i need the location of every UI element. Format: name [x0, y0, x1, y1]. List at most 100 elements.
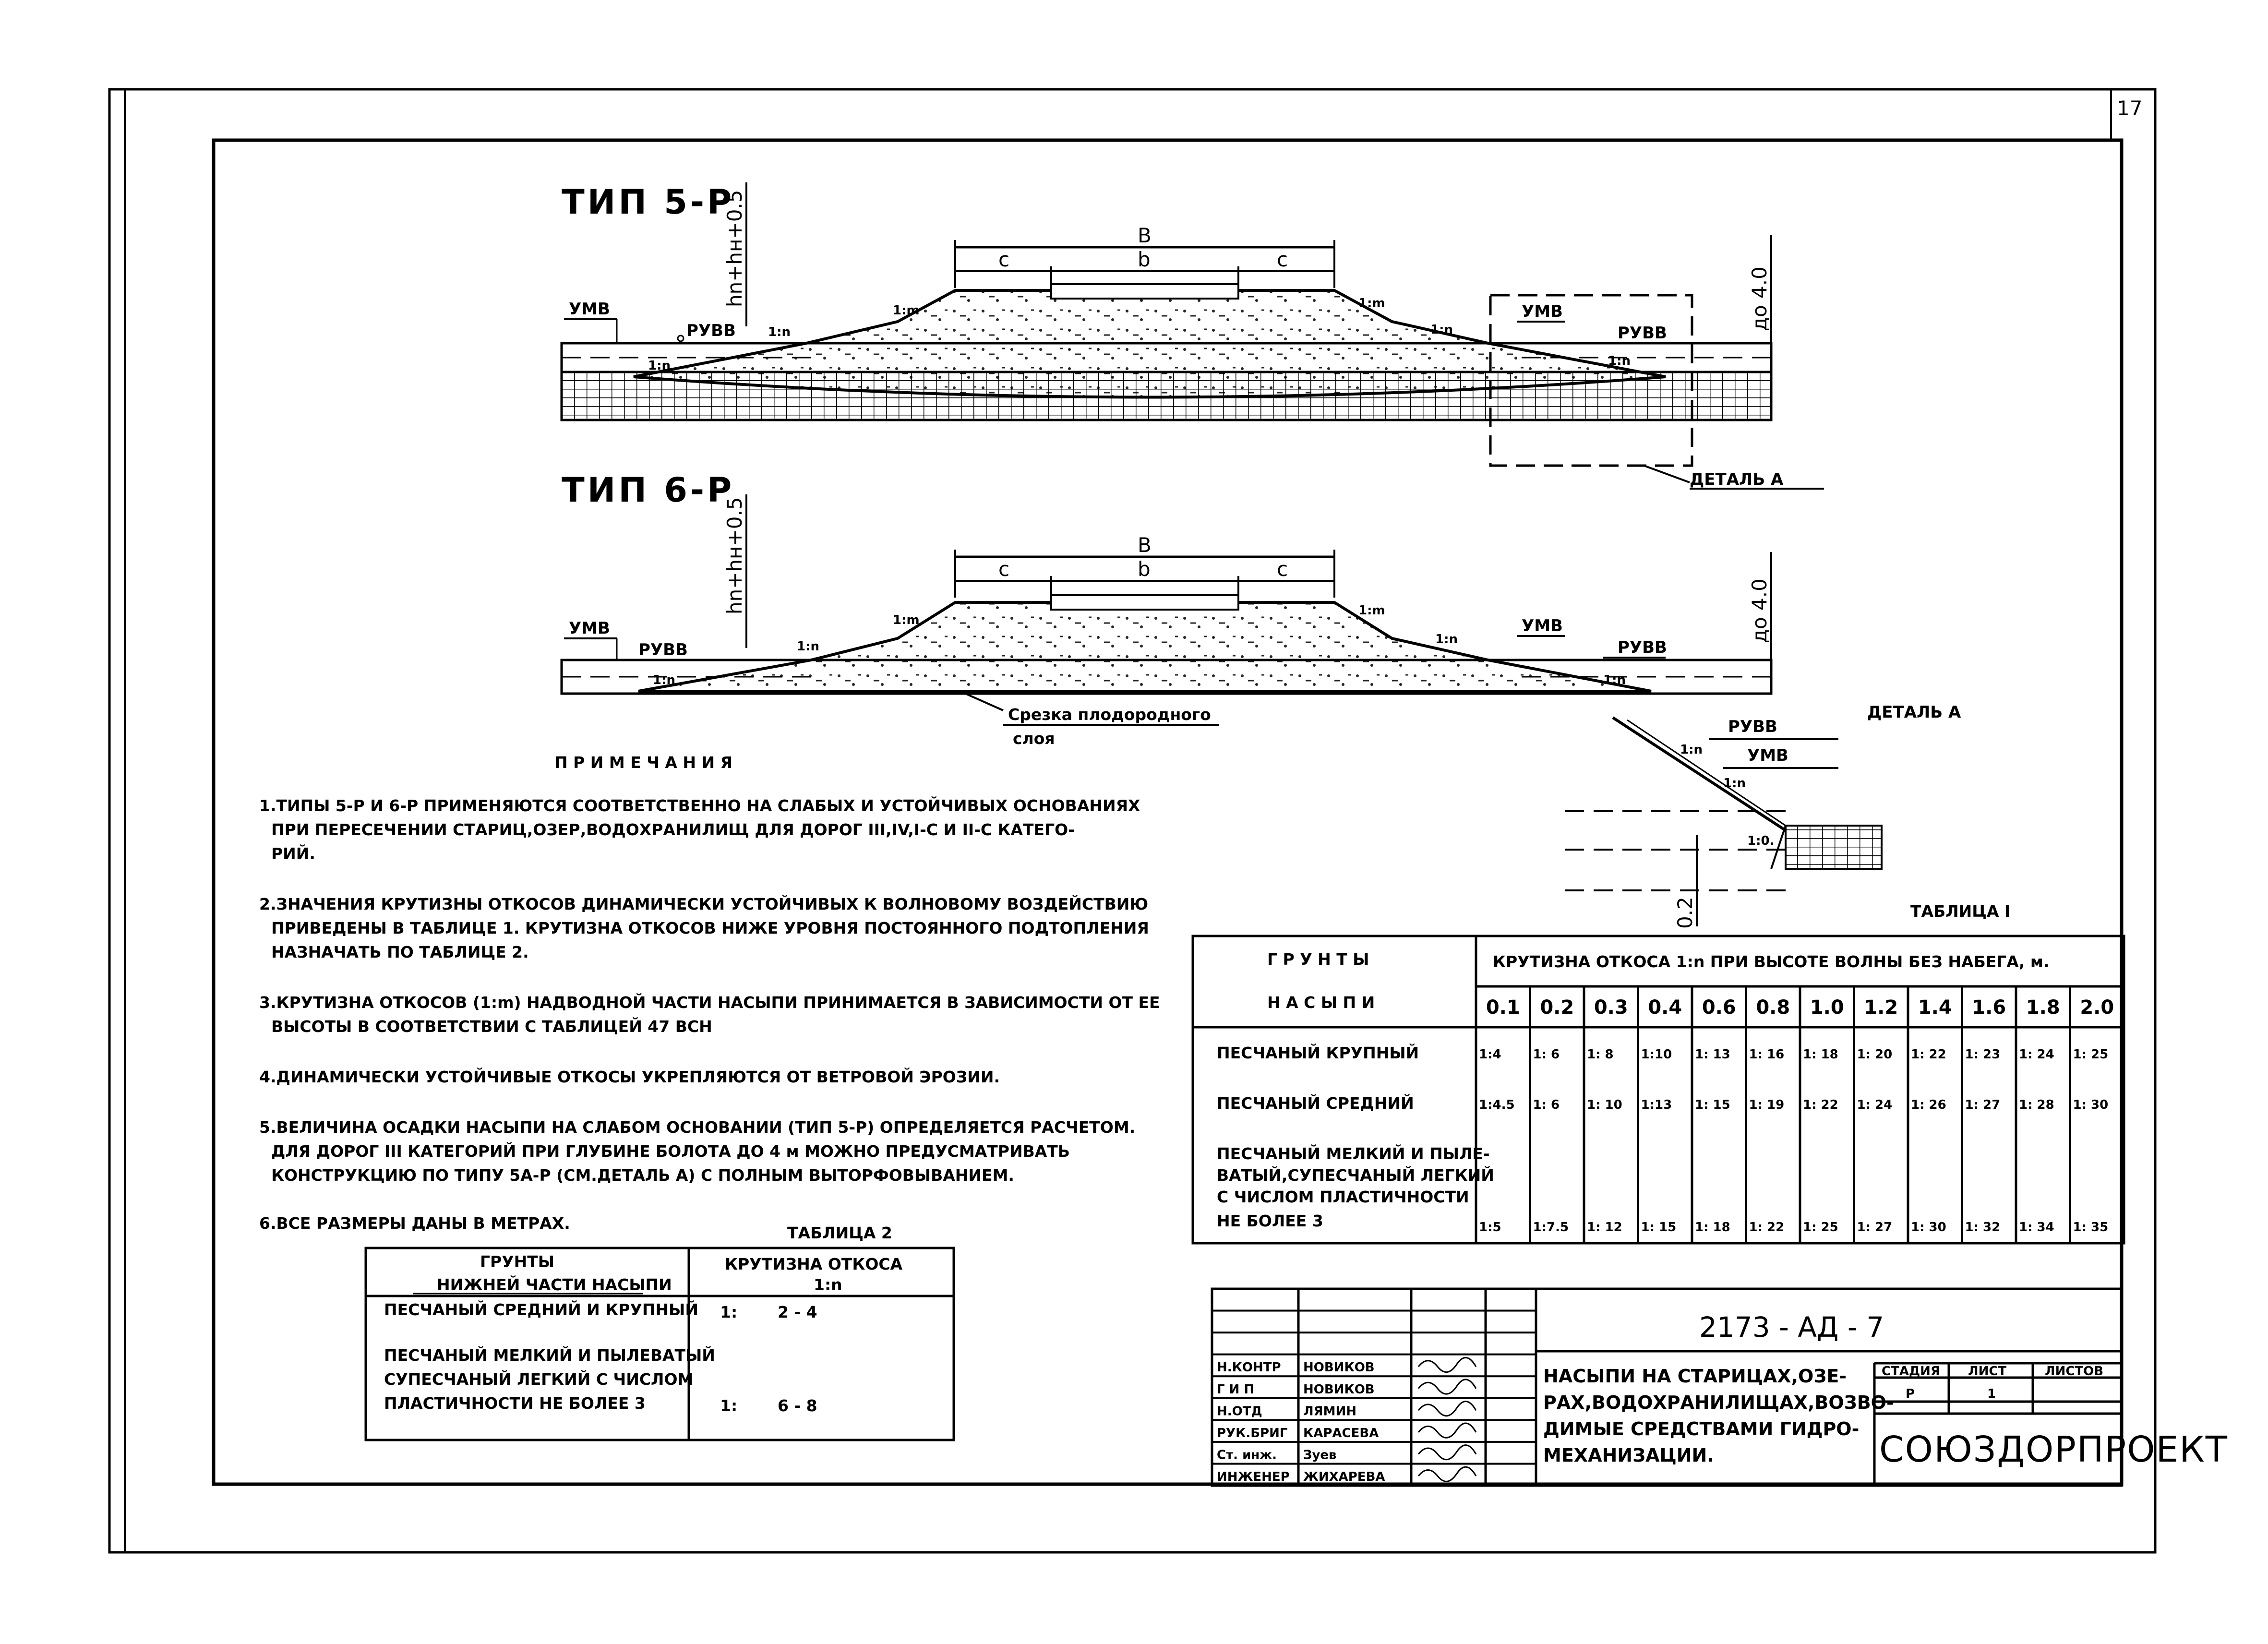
outer-frame: [108, 88, 2157, 1554]
table2-head-soil-2: НИЖНЕЙ ЧАСТИ НАСЫПИ: [437, 1275, 672, 1294]
table1-cell-r2-c10: 1: 34: [2019, 1220, 2054, 1235]
table1-cell-r2-c7: 1: 27: [1857, 1220, 1893, 1235]
table1-cell-r1-c3: 1:13: [1641, 1098, 1672, 1112]
table1-cell-r0-c5: 1: 16: [1749, 1047, 1785, 1062]
notes-heading: П Р И М Е Ч А Н И Я: [554, 753, 732, 772]
note-5-line3: КОНСТРУКЦИЮ ПО ТИПУ 5А-Р (СМ.ДЕТАЛЬ А) С…: [271, 1166, 1014, 1185]
table1-row1-soil: ПЕСЧАНЫЙ КРУПНЫЙ: [1217, 1043, 1419, 1062]
signer-name-0: НОВИКОВ: [1303, 1360, 1375, 1375]
note-6-line1: 6.ВСЕ РАЗМЕРЫ ДАНЫ В МЕТРАХ.: [259, 1214, 570, 1233]
table2-caption: ТАБЛИЦА 2: [787, 1224, 892, 1242]
drawing-code: 2173 - АД - 7: [1699, 1311, 1884, 1344]
sheets-label: ЛИСТОВ: [2045, 1364, 2103, 1379]
table1-row2-soil: ПЕСЧАНЫЙ СРЕДНИЙ: [1217, 1093, 1414, 1113]
note-2-line3: НАЗНАЧАТЬ ПО ТАБЛИЦЕ 2.: [271, 943, 529, 961]
signer-role-0: Н.КОНТР: [1217, 1360, 1281, 1375]
table2-row2-soil-3: ПЛАСТИЧНОСТИ НЕ БОЛЕЕ 3: [384, 1394, 646, 1413]
signer-name-4: Зуев: [1303, 1448, 1337, 1462]
title-block: 2173 - АД - 7 НАСЫПИ НА СТАРИЦАХ,ОЗЕ- РА…: [1211, 1287, 2227, 1487]
table1-cell-r0-c8: 1: 22: [1911, 1047, 1946, 1062]
table1-cell-r2-c6: 1: 25: [1803, 1220, 1838, 1235]
table1-height-9: 1.6: [1972, 996, 2006, 1019]
table1-height-10: 1.8: [2026, 996, 2060, 1019]
level-umv-5p: УМВ: [569, 300, 610, 319]
dim-b-label: B: [1138, 224, 1152, 247]
table1-height-6: 1.0: [1810, 996, 1844, 1019]
table1-cell-r1-c8: 1: 26: [1911, 1098, 1946, 1112]
note-1-line1: 1.ТИПЫ 5-Р И 6-Р ПРИМЕНЯЮТСЯ СООТВЕТСТВЕ…: [259, 796, 1140, 815]
table1-height-7: 1.2: [1864, 996, 1898, 1019]
note-1-line3: РИЙ.: [271, 844, 315, 863]
cut-label-line1: Срезка плодородного: [1008, 705, 1211, 724]
dim-c-right-6p: c: [1277, 557, 1288, 581]
table1-cell-r0-c1: 1: 6: [1533, 1047, 1560, 1062]
note-4-line1: 4.ДИНАМИЧЕСКИ УСТОЙЧИВЫЕ ОТКОСЫ УКРЕПЛЯЮ…: [259, 1067, 1000, 1086]
table2-row2-prefix: 1:: [720, 1396, 737, 1415]
drawing-title-line1: НАСЫПИ НА СТАРИЦАХ,ОЗЕ-: [1543, 1366, 1847, 1387]
detail-a-reference: ДЕТАЛЬ А: [1690, 470, 1784, 489]
stage-value: Р: [1906, 1387, 1915, 1401]
note-2-line2: ПРИВЕДЕНЫ В ТАБЛИЦЕ 1. КРУТИЗНА ОТКОСОВ …: [271, 919, 1149, 937]
note-5-line1: 5.ВЕЛИЧИНА ОСАДКИ НАСЫПИ НА СЛАБОМ ОСНОВ…: [259, 1118, 1135, 1137]
table2-head-slope-2: 1:n: [814, 1275, 842, 1294]
table1-cell-r0-c10: 1: 24: [2019, 1047, 2054, 1062]
slope-n-5p-left: 1:n: [768, 325, 791, 339]
table1-cell-r2-c3: 1: 15: [1641, 1220, 1677, 1235]
slope-m-5p-left: 1:m: [893, 303, 920, 318]
table1-cell-r1-c4: 1: 15: [1695, 1098, 1730, 1112]
signature-4: [1417, 1444, 1477, 1461]
table1-head-slope: КРУТИЗНА ОТКОСА 1:n ПРИ ВЫСОТЕ ВОЛНЫ БЕЗ…: [1493, 952, 2049, 971]
table1-height-2: 0.3: [1594, 996, 1628, 1019]
table1-caption: ТАБЛИЦА I: [1910, 902, 2010, 921]
sheet-label: ЛИСТ: [1968, 1364, 2006, 1379]
table1-height-1: 0.2: [1540, 996, 1574, 1019]
height-left-label: hn+hн+0.5: [723, 190, 746, 308]
table1-height-3: 0.4: [1648, 996, 1682, 1019]
signer-name-5: ЖИХАРЕВА: [1303, 1470, 1385, 1484]
sheet-number: 17: [2117, 96, 2142, 120]
detail-peat-block: [1785, 825, 1883, 870]
table1-cell-r1-c6: 1: 22: [1803, 1098, 1838, 1112]
table1-cell-r0-c11: 1: 25: [2073, 1047, 2109, 1062]
table1-cell-r1-c7: 1: 24: [1857, 1098, 1893, 1112]
dim-b-small-6p: b: [1138, 557, 1151, 581]
table1-cell-r2-c1: 1:7.5: [1533, 1220, 1569, 1235]
table1-height-5: 0.8: [1756, 996, 1790, 1019]
slope-n-6p-left2: 1:n: [653, 673, 675, 687]
level-umv-6p: УМВ: [569, 619, 610, 638]
table1-cell-r0-c9: 1: 23: [1965, 1047, 2001, 1062]
signature-3: [1417, 1422, 1477, 1439]
detail-a-title: ДЕТАЛЬ А: [1867, 703, 1961, 722]
table1-cell-r1-c10: 1: 28: [2019, 1098, 2054, 1112]
table1-cell-r2-c11: 1: 35: [2073, 1220, 2109, 1235]
table1-row3-soil-4: НЕ БОЛЕЕ 3: [1217, 1212, 1323, 1230]
signer-role-1: Г И П: [1217, 1382, 1254, 1397]
table2-head-soil-1: ГРУНТЫ: [480, 1252, 554, 1271]
detail-depth: 0.2: [1673, 897, 1697, 929]
height-right-label-6p: до 4.0: [1748, 578, 1771, 643]
slope-n-6p-right2: 1:n: [1603, 673, 1626, 687]
table1-cell-r1-c11: 1: 30: [2073, 1098, 2109, 1112]
table1-cell-r1-c0: 1:4.5: [1479, 1098, 1515, 1112]
dim-c-left-6p: c: [998, 557, 1009, 581]
signer-role-2: Н.ОТД: [1217, 1404, 1262, 1418]
slope-m-6p-right: 1:m: [1358, 603, 1385, 618]
table-2: ТАБЛИЦА 2 ГРУНТЫ НИЖНЕЙ ЧАСТИ НАСЫПИ КРУ…: [364, 1224, 955, 1441]
note-2-line1: 2.ЗНАЧЕНИЯ КРУТИЗНЫ ОТКОСОВ ДИНАМИЧЕСКИ …: [259, 894, 1148, 913]
type-6p-diagram: ТИП 6-Р B c b c hn+hн+0.5 до 4.0 УМВ РУВ…: [560, 470, 1773, 748]
drawing-title-line3: ДИМЫЕ СРЕДСТВАМИ ГИДРО-: [1543, 1418, 1859, 1440]
slope-n-5p-right2: 1:n: [1608, 354, 1631, 368]
slope-n-6p-left: 1:n: [797, 639, 819, 654]
height-right-label: до 4.0: [1748, 266, 1771, 331]
detail-slope-one: 1:0.: [1747, 834, 1774, 848]
table1-cell-r1-c2: 1: 10: [1587, 1098, 1622, 1112]
table1-head-soil-1: Г Р У Н Т Ы: [1267, 950, 1369, 969]
table1-cell-r2-c0: 1:5: [1479, 1220, 1501, 1235]
table1-cell-r2-c9: 1: 32: [1965, 1220, 2001, 1235]
dim-b-small: b: [1138, 248, 1151, 271]
detail-slope-n2: 1:n: [1723, 776, 1746, 791]
note-5-line2: ДЛЯ ДОРОГ III КАТЕГОРИЙ ПРИ ГЛУБИНЕ БОЛО…: [271, 1141, 1070, 1161]
table1-cell-r0-c6: 1: 18: [1803, 1047, 1838, 1062]
level-ruvv-6p-right: РУВВ: [1618, 638, 1667, 657]
note-3-line1: 3.КРУТИЗНА ОТКОСОВ (1:m) НАДВОДНОЙ ЧАСТИ…: [259, 993, 1160, 1012]
